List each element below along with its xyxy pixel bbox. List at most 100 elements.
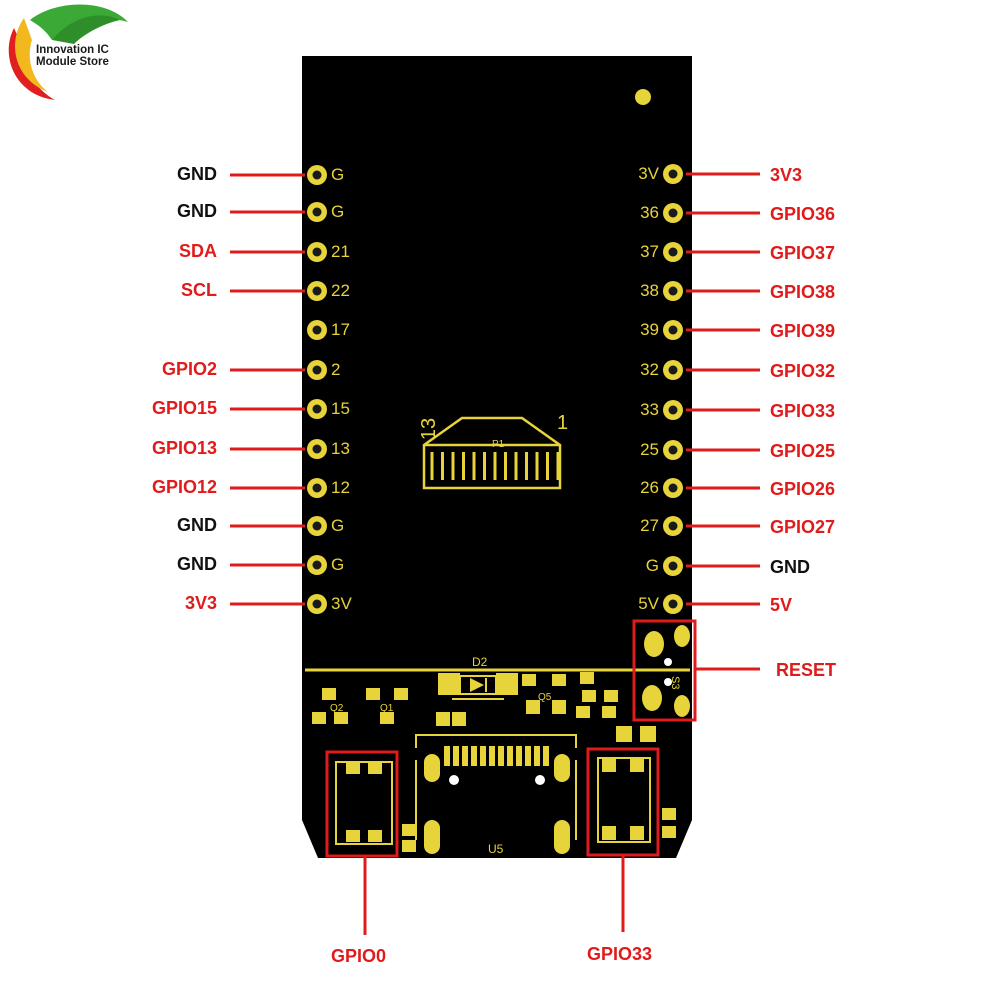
right-pin-label: 5V	[770, 595, 793, 615]
left-pin-silk-label: G	[331, 202, 345, 221]
left-pin-silk-label: 13	[331, 439, 350, 458]
right-pin-pad-hole	[668, 405, 678, 415]
left-pin-label: 3V3	[184, 593, 217, 613]
left-pin-pad-hole	[312, 247, 322, 257]
left-pin-label: SDA	[178, 241, 217, 261]
connector-pins	[430, 452, 560, 480]
pcb-board	[302, 56, 692, 858]
usb-pin	[534, 746, 540, 766]
gpio33-button-label: GPIO33	[587, 944, 653, 964]
left-pin-pad-hole	[312, 170, 322, 180]
left-pin-pad-hole	[312, 207, 322, 217]
gpio0-button-label: GPIO0	[331, 946, 387, 966]
button-right-footprint	[597, 757, 651, 843]
right-pin-label: GND	[770, 557, 810, 577]
usb-connector	[415, 734, 577, 854]
right-pin-pad-hole	[668, 247, 678, 257]
diode-label: D2	[472, 655, 488, 669]
left-pin-silk-label: G	[331, 165, 345, 184]
right-pin-pad-hole	[668, 286, 678, 296]
right-pin-silk-label: 27	[640, 516, 659, 535]
left-pin-label: GND	[177, 554, 217, 574]
usb-pin	[489, 746, 495, 766]
left-pin-silk-label: 2	[331, 360, 341, 379]
mounting-dot	[635, 89, 651, 105]
right-pin-silk-label: 3V	[638, 164, 659, 183]
usb-label: U5	[488, 842, 504, 856]
right-pin-pad-hole	[668, 561, 678, 571]
connector-ref-label: P1	[492, 439, 505, 450]
left-pin-silk-label: 22	[331, 281, 350, 300]
store-name: Innovation IC Module Store	[36, 44, 109, 68]
left-pin-label: GPIO15	[151, 398, 217, 418]
right-pin-label: GPIO32	[770, 361, 836, 381]
left-pin-silk-label: 17	[331, 320, 350, 339]
transistor-q5	[522, 674, 566, 714]
reset-callout-box	[632, 619, 697, 722]
reset-button-footprint: S3	[642, 625, 690, 717]
left-pin-silk-label: 3V	[331, 594, 352, 613]
left-pin-label: GPIO12	[151, 477, 217, 497]
left-pin-pad-hole	[312, 521, 322, 531]
right-pin-label: GPIO27	[770, 517, 836, 537]
connector-pin13-label: 13	[418, 417, 441, 441]
right-pin-silk-label: 37	[640, 242, 659, 261]
reset-label: RESET	[776, 660, 837, 680]
left-pin-label: GND	[177, 515, 217, 535]
right-pin-silk-label: G	[645, 556, 659, 575]
small-pads	[402, 672, 676, 852]
right-pin-pad-hole	[668, 208, 678, 218]
right-pin-pad-hole	[668, 599, 678, 609]
right-pin-pad-hole	[668, 365, 678, 375]
store-name-line1: Innovation IC	[36, 44, 109, 56]
q2-label: Q2	[330, 703, 344, 714]
right-pin-label: GPIO38	[770, 282, 836, 302]
usb-pin	[471, 746, 477, 766]
logo-leaf-green-2	[52, 15, 120, 44]
right-pin-silk-label: 38	[640, 281, 659, 300]
svg-text:S3: S3	[669, 676, 681, 689]
usb-pin	[525, 746, 531, 766]
left-pin-silk-label: G	[331, 555, 345, 574]
right-pin-pad-hole	[668, 483, 678, 493]
left-pin-silk-label: G	[331, 516, 345, 535]
usb-pin	[462, 746, 468, 766]
right-pin-label: GPIO25	[770, 441, 836, 461]
gpio33-callout-box	[586, 747, 660, 857]
q5-label: Q5	[538, 692, 552, 703]
left-pin-pad-hole	[312, 444, 322, 454]
diode-d2	[438, 673, 518, 700]
right-pin-pad-hole	[668, 325, 678, 335]
transistor-q1	[366, 688, 408, 724]
left-pin-label: SCL	[181, 280, 217, 300]
right-pin-pad-hole	[668, 169, 678, 179]
left-pin-label: GND	[177, 201, 217, 221]
right-pin-label: GPIO39	[770, 321, 836, 341]
right-pin-silk-label: 26	[640, 478, 659, 497]
left-pin-label: GPIO2	[161, 359, 217, 379]
left-pin-pad-hole	[312, 365, 322, 375]
right-pin-silk-label: 39	[640, 320, 659, 339]
usb-pin	[480, 746, 486, 766]
left-pin-label: GPIO13	[151, 438, 217, 458]
left-pin-pad-hole	[312, 599, 322, 609]
right-pin-label: GPIO33	[770, 401, 836, 421]
right-pin-silk-label: 33	[640, 400, 659, 419]
left-pin-pad-hole	[312, 483, 322, 493]
logo-swoosh-yellow	[15, 18, 49, 92]
right-pin-silk-label: 5V	[638, 594, 659, 613]
q1-label: Q1	[380, 703, 394, 714]
store-name-line2: Module Store	[36, 56, 109, 68]
transistor-q2	[312, 688, 348, 724]
right-pin-silk-label: 32	[640, 360, 659, 379]
left-pin-pad-hole	[312, 404, 322, 414]
button-left-footprint	[335, 761, 393, 845]
usb-pin	[453, 746, 459, 766]
right-pin-label: GPIO26	[770, 479, 836, 499]
usb-pin	[543, 746, 549, 766]
right-pin-pad-hole	[668, 521, 678, 531]
gpio0-callout-box	[325, 750, 399, 858]
usb-pin	[444, 746, 450, 766]
right-pin-label: GPIO37	[770, 243, 836, 263]
